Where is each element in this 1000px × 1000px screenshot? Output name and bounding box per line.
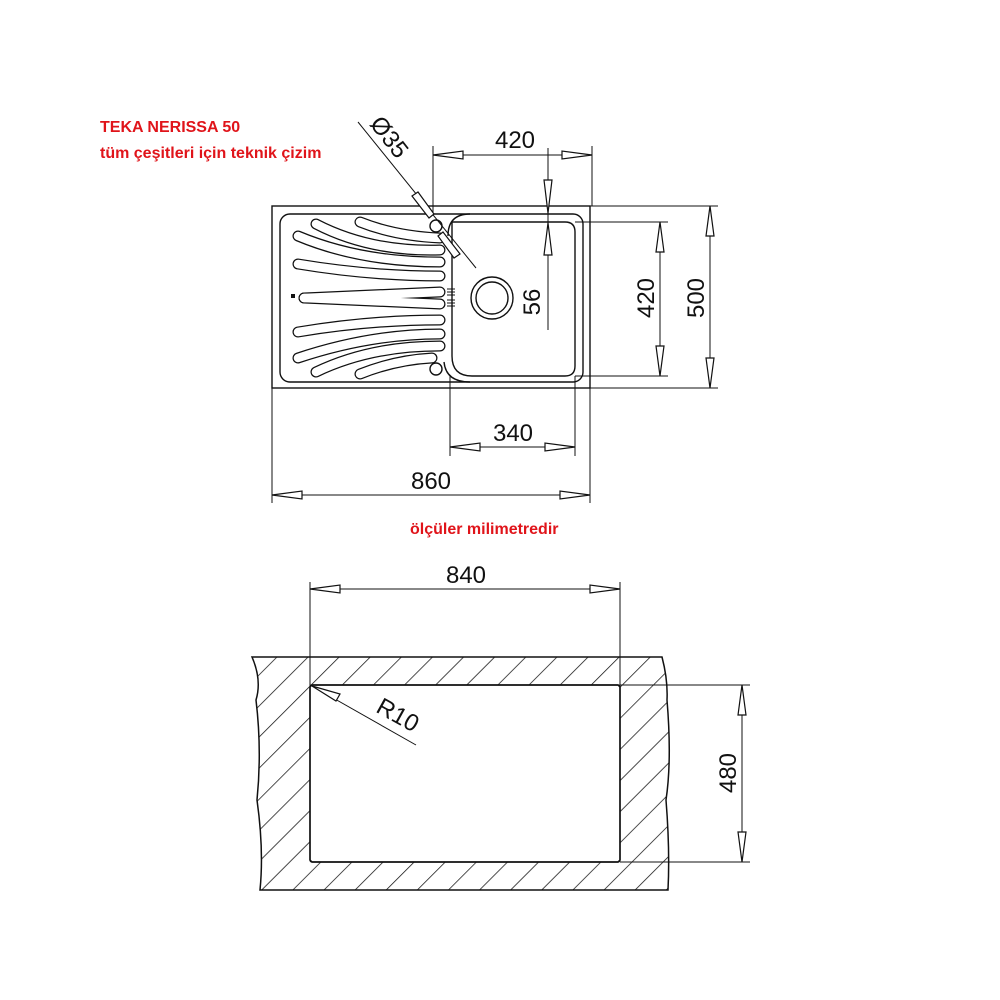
tap-hole-icon bbox=[429, 219, 443, 233]
dimension-overall-width: 860 bbox=[271, 388, 591, 503]
dimension-bowl-width: 420 bbox=[432, 127, 593, 212]
svg-text:480: 480 bbox=[715, 753, 742, 793]
drain-icon bbox=[470, 276, 514, 320]
svg-text:840: 840 bbox=[446, 562, 486, 589]
cutout-view: 840 480 R10 bbox=[250, 562, 750, 891]
svg-text:340: 340 bbox=[493, 420, 533, 447]
countertop-hatch bbox=[250, 656, 671, 891]
bowl-outline bbox=[451, 221, 576, 377]
drain-marks bbox=[447, 288, 455, 307]
sink-outline bbox=[271, 205, 591, 389]
svg-text:420: 420 bbox=[495, 127, 535, 154]
dimension-drain-offset: 56 bbox=[519, 148, 555, 330]
svg-text:56: 56 bbox=[519, 289, 546, 316]
dimension-bowl-depth: 420 bbox=[575, 221, 668, 377]
dimension-cutout-width: 840 bbox=[309, 562, 621, 686]
svg-text:500: 500 bbox=[683, 278, 710, 318]
svg-text:Ø35: Ø35 bbox=[364, 111, 413, 163]
product-title: TEKA NERISSA 50 bbox=[100, 119, 241, 136]
svg-text:860: 860 bbox=[411, 468, 451, 495]
svg-text:420: 420 bbox=[633, 278, 660, 318]
dimension-bowl-inner-width: 340 bbox=[449, 376, 576, 456]
svg-text:R10: R10 bbox=[372, 693, 424, 738]
overflow-icon bbox=[429, 362, 443, 376]
sink-top-view: 420 56 420 bbox=[271, 111, 718, 503]
drawing-subtitle: tüm çeşitleri için teknik çizim bbox=[100, 145, 322, 162]
units-note: ölçüler milimetredir bbox=[410, 521, 559, 538]
drainboard-grooves bbox=[292, 216, 446, 380]
dimension-cutout-depth: 480 bbox=[620, 684, 750, 863]
dimension-overall-depth: 500 bbox=[590, 205, 718, 389]
dimension-corner-radius: R10 bbox=[311, 685, 424, 746]
cutout-outline bbox=[309, 684, 621, 863]
